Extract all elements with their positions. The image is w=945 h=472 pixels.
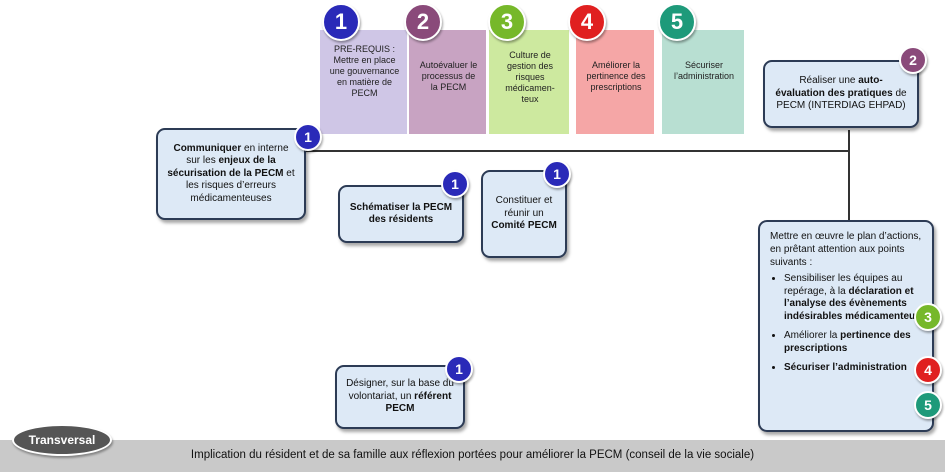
realiser-text-2: de PECM (INTERDIAG EHPAD) [776,87,907,112]
constituer-text: Constituer et réunir un [495,195,553,219]
mettre-item-2-number: 4 [914,356,942,384]
realiser-text-1: Réaliser une [799,75,859,87]
designer-text: Désigner, sur la base du volontariat, un [346,378,454,402]
mettre-intro: Mettre en œuvre le plan d’actions, en pr… [770,231,922,268]
step-2-text: Autoévaluer le processus de la PECM [419,60,478,92]
communiquer-bold-2: enjeux de la sécurisation de la PECM [167,155,284,179]
communiquer-bold-1: Communiquer [173,142,242,154]
mettre-item-2: Améliorer la pertinence des prescription… [784,330,922,355]
step-3-number: 3 [488,3,526,41]
mettre-item-3-number: 5 [914,391,942,419]
realiser-box: Réaliser une auto-évaluation des pratiqu… [763,60,919,128]
communiquer-text-2: et les risques d’erreurs médicamenteuses [185,167,295,204]
step-1-text: PRE-REQUIS : Mettre en place une gouvern… [329,44,400,98]
mettre-box: Mettre en œuvre le plan d’actions, en pr… [758,220,934,432]
step-4: Améliorer la pertinence des prescription… [576,30,654,134]
designer-bold: référent PECM [385,390,452,415]
realiser-bold: auto-évaluation des pratiques [775,75,893,99]
communiquer-text-1: en interne sur les [186,142,289,167]
constituer-bold: Comité PECM [491,220,557,232]
mettre-list: Sensibiliser les équipes au repérage, à … [770,273,922,382]
step-2: Autoévaluer le processus de la PECM [409,30,486,134]
schematiser-bold: Schématiser la PECM des résidents [349,201,453,226]
step-4-text: Améliorer la pertinence des prescription… [586,60,646,92]
step-5: Sécuriser l’administration [662,30,744,134]
step-1-number: 1 [322,3,360,41]
mettre-item-1: Sensibiliser les équipes au repérage, à … [784,273,922,323]
transversal-bar: Implication du résident et de sa famille… [0,440,945,472]
step-5-text: Sécuriser l’administration [673,60,735,81]
step-3-text: Culture de gestion des risques médicamen… [505,50,555,104]
schematiser-number: 1 [441,170,469,198]
designer-number: 1 [445,355,473,383]
step-1: PRE-REQUIS : Mettre en place une gouvern… [320,30,407,134]
mettre-item-2-text: Améliorer la [784,330,841,341]
realiser-number: 2 [899,46,927,74]
mettre-item-1-number: 3 [914,303,942,331]
transversal-label: Transversal [12,424,112,456]
connector-right-vertical [848,130,850,220]
mettre-item-3: Sécuriser l’administration [784,362,922,375]
designer-box: Désigner, sur la base du volontariat, un… [335,365,465,429]
schematiser-box: Schématiser la PECM des résidents [338,185,464,243]
mettre-item-2-bold: pertinence des prescriptions [784,330,911,354]
step-4-number: 4 [568,3,606,41]
step-2-number: 2 [404,3,442,41]
connector-top-line [230,150,848,152]
constituer-number: 1 [543,160,571,188]
step-5-number: 5 [658,3,696,41]
communiquer-number: 1 [294,123,322,151]
mettre-item-1-text: Sensibiliser les équipes au repérage, à … [784,273,903,297]
step-3: Culture de gestion des risques médicamen… [489,30,569,134]
communiquer-box: Communiquer en interne sur les enjeux de… [156,128,306,220]
transversal-text: Implication du résident et de sa famille… [190,449,755,461]
mettre-item-3-bold: Sécuriser l’administration [784,362,907,373]
mettre-item-1-bold: déclaration et l’analyse des évènements … [784,285,921,322]
